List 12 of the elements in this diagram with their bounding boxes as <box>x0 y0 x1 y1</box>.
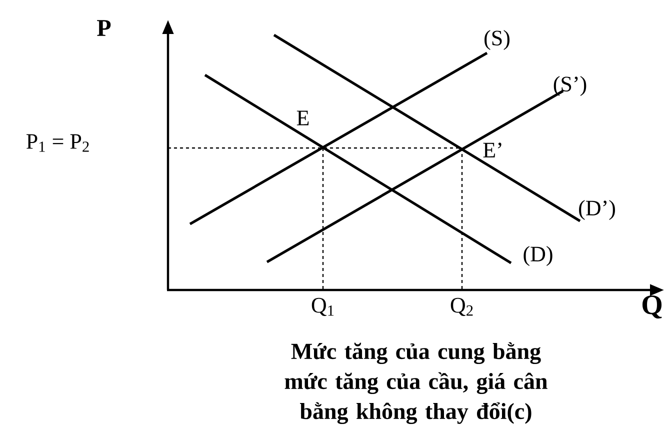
tick-label: Q$_{2}$ <box>450 298 473 316</box>
axis-label: Q <box>642 295 662 319</box>
curve-label: (S’) <box>554 76 586 96</box>
tick-label: Q$_{1}$ <box>312 298 334 316</box>
curve-label: (D) <box>524 246 552 266</box>
tick-label: P$_{1}$ = P$_{2}$ <box>26 134 89 152</box>
axis-label: P <box>97 20 111 36</box>
point-label: E <box>296 110 309 126</box>
caption: Mức tăng của cung bằng mức tăng của cầu, giá cân bằng không thay đổi(c) <box>284 342 548 424</box>
curve-label: (S) <box>484 30 510 50</box>
point-label: E’ <box>483 142 502 158</box>
curve-label: (D’) <box>579 200 615 220</box>
